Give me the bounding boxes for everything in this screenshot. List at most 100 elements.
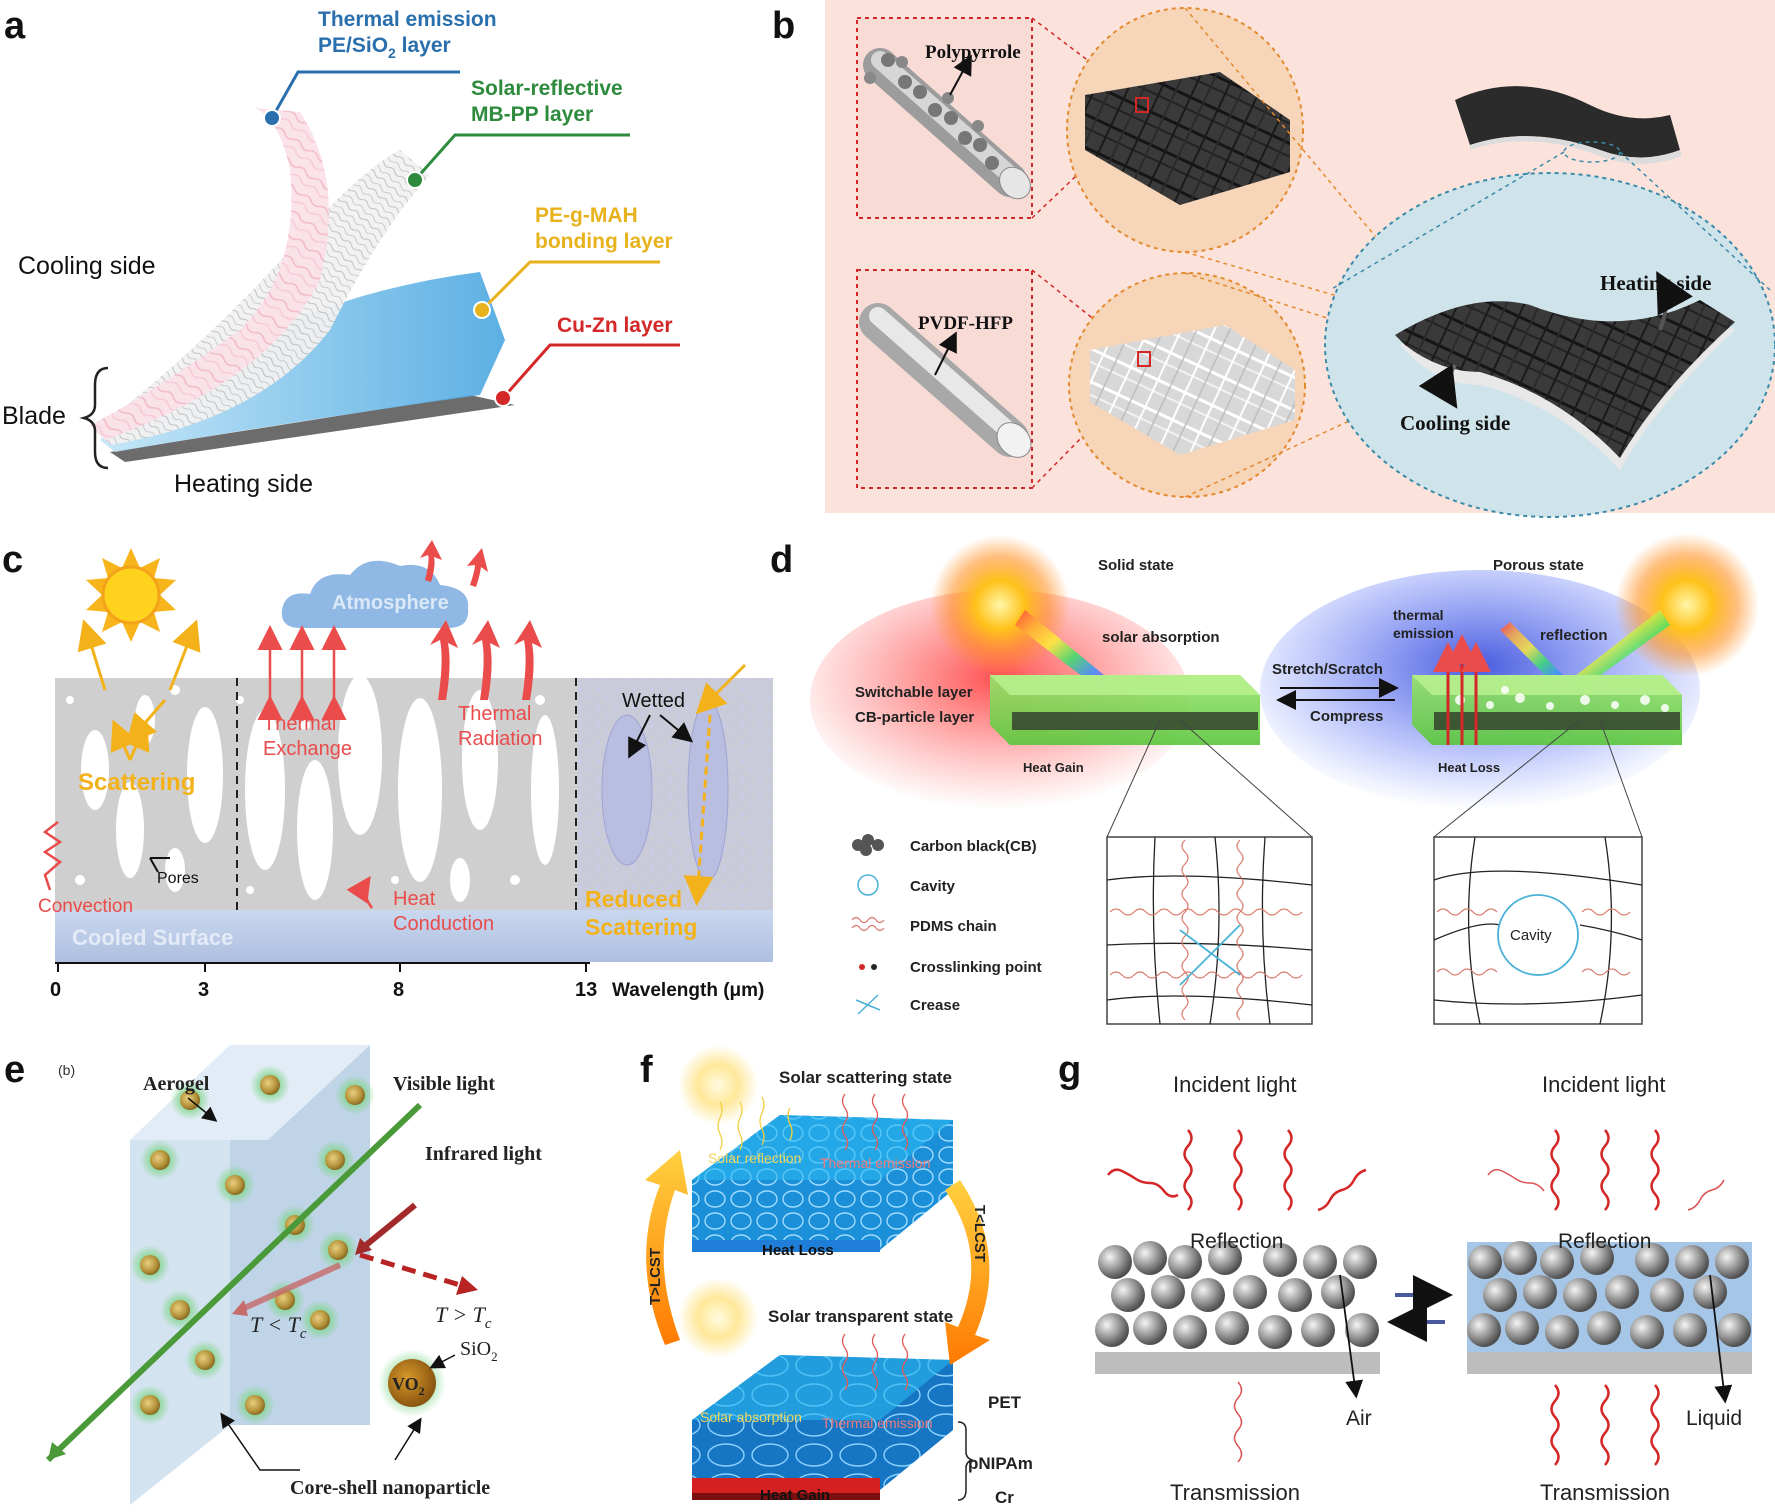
- label-wetted: Wetted: [622, 690, 685, 712]
- legend-item-1: Carbon black(CB): [910, 838, 1037, 855]
- cooled-surface: [55, 910, 773, 962]
- visible-light-arrowhead: [48, 1442, 66, 1460]
- reflected-ir: [359, 1252, 461, 1288]
- label-bonding-1: PE-g-MAH: [535, 204, 638, 227]
- substrate-left: [1095, 1352, 1380, 1374]
- label-sio2: SiO2: [460, 1338, 498, 1364]
- legend-cavity-icon: [857, 874, 879, 896]
- convection-wave: [42, 821, 63, 891]
- label-pores: Pores: [157, 870, 199, 887]
- label-solar-reflective-1: Solar-reflective: [471, 77, 623, 100]
- porous-network: [1433, 836, 1643, 1025]
- panel-letter-f: f: [640, 1049, 653, 1091]
- legend-item-5: Crease: [910, 997, 960, 1014]
- label-compress: Compress: [1310, 708, 1383, 725]
- thermal-radiation-arrows: [420, 540, 542, 700]
- scattering-rays: [717, 1096, 793, 1151]
- dark-fiber-focus: [1135, 97, 1149, 113]
- fabric-heating-layer: [1395, 300, 1735, 458]
- label-cooling-side-a: Cooling side: [18, 252, 156, 280]
- transparent-base: [692, 1478, 880, 1493]
- heating-arrow: [1656, 270, 1693, 331]
- cavity-circle: [1497, 894, 1579, 976]
- incoming-ray: [695, 663, 747, 715]
- label-transmission-right: Transmission: [1540, 1480, 1670, 1505]
- emission-waves-bottom: [841, 1333, 909, 1391]
- label-infrared-light: Infrared light: [425, 1143, 542, 1165]
- label-scattering-state: Solar scattering state: [779, 1068, 952, 1087]
- cuzn-layer-shape: [110, 395, 515, 462]
- label-reduced-scattering-1: Reduced: [585, 886, 682, 912]
- label-thermal-emission-f1: Thermal emission: [820, 1155, 930, 1171]
- wetted-pore-1: [601, 714, 653, 866]
- solid-network: [1106, 836, 1313, 1025]
- incident-waves-right: [1487, 1129, 1725, 1211]
- label-transparent-state: Solar transparent state: [768, 1307, 953, 1326]
- cooling-cycle-arrow: [945, 1180, 990, 1365]
- legend-d: Carbon black(CB) Cavity PDMS chain Cross…: [851, 834, 1042, 1015]
- cloud-icon: [281, 560, 469, 628]
- solid-cb-layer: [1012, 712, 1258, 730]
- sun-right-icon: [1615, 533, 1759, 677]
- label-switchable: Switchable layer: [855, 684, 973, 701]
- label-thermal-radiation-2: Radiation: [458, 728, 543, 750]
- label-solar-absorption-d: solar absorption: [1102, 629, 1220, 646]
- emission-marker: [263, 109, 281, 127]
- sun-left-icon: [930, 535, 1070, 675]
- label-liquid: Liquid: [1686, 1407, 1742, 1430]
- label-heat-gain-d: Heat Gain: [1023, 760, 1084, 775]
- legend-crease-icon: [855, 994, 881, 1015]
- core-shell-arrow-2: [394, 1417, 422, 1461]
- label-aerogel: Aerogel: [143, 1073, 210, 1095]
- infrared-ray: [358, 1202, 417, 1253]
- label-reflection-left: Reflection: [1190, 1230, 1283, 1253]
- tick-8: 8: [393, 979, 404, 1001]
- label-cr: Cr: [995, 1488, 1014, 1507]
- cr-layer: [692, 1493, 880, 1500]
- solid-state-top: [990, 675, 1260, 695]
- pvdf-arrow: [934, 331, 957, 376]
- sun-top-f-icon: [678, 1045, 758, 1125]
- scattering-block-top: [692, 1115, 953, 1180]
- porous-cb-layer: [1434, 712, 1680, 730]
- label-core-shell: Core-shell nanoparticle: [290, 1477, 490, 1499]
- legend-item-2: Cavity: [910, 878, 956, 895]
- label-convection: Convection: [38, 896, 133, 917]
- solid-network-box: [1106, 836, 1313, 1025]
- porous-pdms-chains: [1436, 908, 1631, 976]
- transmitted-ir: [238, 1262, 342, 1313]
- visible-light-ray: [45, 1102, 423, 1463]
- cuzn-marker: [494, 389, 512, 407]
- reflective-layer-shape: [95, 150, 430, 445]
- panel-letter-a: a: [4, 5, 26, 47]
- scattering-base: [692, 1240, 880, 1252]
- legend-crosslink-icon: [859, 964, 865, 970]
- emission-leader: [270, 70, 460, 119]
- transmission-wave-left: [1233, 1381, 1243, 1463]
- label-heating-side-b: Heating side: [1600, 271, 1711, 295]
- zoom-line-1: [1106, 719, 1161, 838]
- emission-arrows: [1433, 634, 1491, 745]
- transmitted-ir-head: [232, 1300, 248, 1316]
- label-thermal-radiation-1: Thermal: [458, 703, 531, 725]
- label-transmission-left: Transmission: [1170, 1480, 1300, 1505]
- label-incident-left: Incident light: [1173, 1072, 1297, 1097]
- label-cooled-surface: Cooled Surface: [72, 925, 233, 950]
- pores: [66, 675, 559, 902]
- liquid-arrow: [1709, 1274, 1733, 1404]
- label-air: Air: [1346, 1407, 1372, 1430]
- sun-bottom-f-icon: [678, 1278, 758, 1358]
- label-solar-absorption-f: Solar absorption: [700, 1409, 802, 1425]
- thermal-exchange-arrows: [257, 625, 347, 720]
- legend-item-3: PDMS chain: [910, 918, 997, 935]
- label-incident-right: Incident light: [1542, 1072, 1666, 1097]
- label-heat-loss-f: Heat Loss: [762, 1242, 834, 1259]
- layer-brace: [957, 1421, 975, 1501]
- label-atmosphere: Atmosphere: [332, 592, 449, 614]
- label-cb-layer: CB-particle layer: [855, 709, 974, 726]
- label-thermal-exchange-2: Exchange: [263, 738, 352, 760]
- label-thermal-emission-2: PE/SiO2 layer: [318, 34, 451, 61]
- label-t-gt-lcst: T>LCST: [647, 1248, 664, 1305]
- reduced-scattering-ray: [683, 714, 714, 906]
